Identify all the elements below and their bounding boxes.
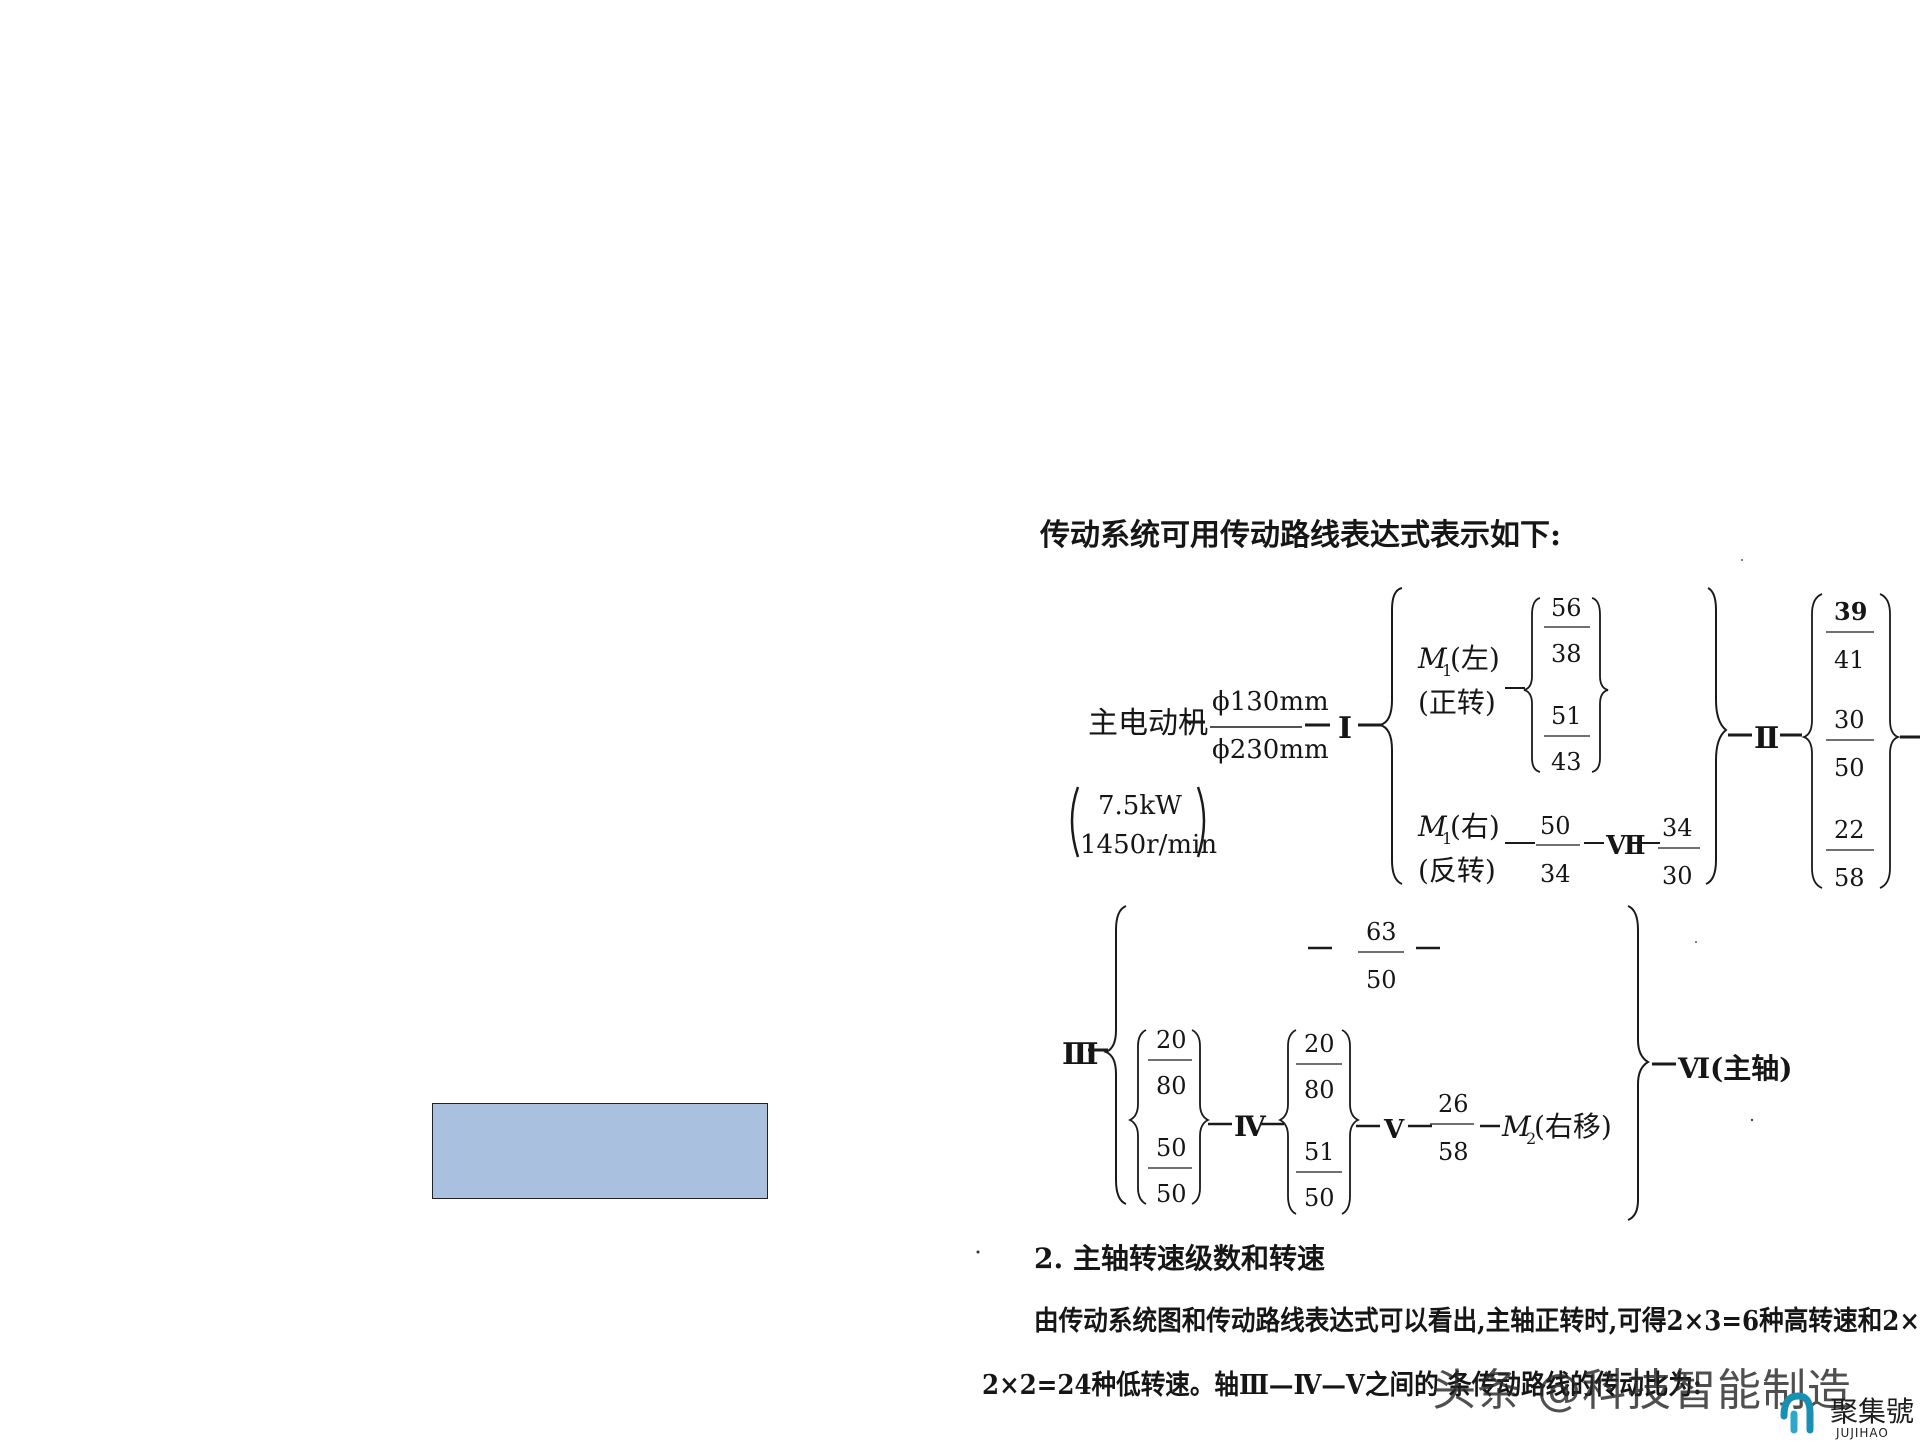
brace-left [1523, 597, 1541, 773]
motor-power: 7.5kW [1098, 791, 1182, 821]
clutch-forward-dir: (正转) [1418, 686, 1496, 719]
big-brace-right [1705, 587, 1728, 885]
logo-text-en: JUJIHAO [1836, 1426, 1889, 1440]
ratio-h1-num: 63 [1366, 918, 1397, 946]
ratio-r2-den: 30 [1662, 862, 1693, 890]
ratio-g2-den: 50 [1834, 754, 1865, 782]
scan-speck [1741, 559, 1743, 561]
ratio-a2-den: 50 [1156, 1180, 1187, 1208]
ratio-b1-num: 20 [1304, 1030, 1335, 1058]
big-brace-right [1627, 905, 1650, 1221]
scan-speck [1695, 941, 1697, 943]
ratio-r1-num: 50 [1540, 812, 1571, 840]
pulley-bottom: ϕ230mm [1212, 735, 1329, 765]
ratio-r2-num: 34 [1662, 814, 1693, 842]
watermark-text: 头条 @科技智能制造 [1432, 1365, 1852, 1416]
pulley-top: ϕ130mm [1212, 687, 1329, 717]
paragraph-line-2: 2×2=24种低转速。轴Ⅲ—Ⅳ—Ⅴ之间的 条传动路线的传动比为: [982, 1369, 1702, 1401]
logo-icon [1780, 1392, 1814, 1434]
big-brace-left [1103, 905, 1127, 1205]
brace-right [1879, 593, 1901, 889]
clutch-reverse-side: (右) [1450, 810, 1500, 843]
paren-left [1070, 786, 1080, 858]
brace-right [1591, 597, 1609, 773]
spindle-label: (主轴) [1710, 1052, 1793, 1085]
brace-left [1127, 1029, 1147, 1205]
motor-speed: 1450r/min [1080, 830, 1217, 860]
big-brace-left [1379, 587, 1403, 885]
clutch-reverse-dir: (反转) [1418, 854, 1496, 887]
clutch-forward-m: M [1417, 642, 1448, 675]
ratio-c1-num: 26 [1438, 1090, 1469, 1118]
clutch-m2-sub: 2 [1526, 1129, 1536, 1148]
clutch-forward-side: (左) [1450, 642, 1500, 675]
shaft-label-ii: Ⅱ [1754, 721, 1779, 756]
ratio-h1-den: 50 [1366, 966, 1397, 994]
ratio-g3-den: 58 [1834, 864, 1865, 892]
ratio-f2-den: 43 [1551, 748, 1582, 776]
ratio-b2-den: 50 [1304, 1184, 1335, 1212]
brace-right [1191, 1029, 1211, 1205]
paren-right [1196, 786, 1206, 858]
clutch-reverse-m: M [1417, 810, 1448, 843]
shaft-label-vii: Ⅶ [1605, 831, 1646, 861]
scan-speck [976, 1250, 980, 1254]
clutch-reverse-sub: 1 [1442, 829, 1452, 848]
paragraph-line-1: 由传动系统图和传动路线表达式可以看出,主轴正转时,可得2×3=6种高转速和2× [1034, 1305, 1920, 1337]
clutch-forward-sub: 1 [1442, 661, 1452, 680]
ratio-f1-num: 56 [1551, 594, 1582, 622]
ratio-g1-den: 41 [1834, 646, 1865, 674]
ratio-g2-num: 30 [1834, 706, 1865, 734]
shaft-label-iii: Ⅲ [1062, 1037, 1099, 1072]
ratio-g3-num: 22 [1834, 816, 1865, 844]
ratio-g1-num: 39 [1834, 597, 1867, 626]
ratio-b1-den: 80 [1304, 1076, 1335, 1104]
ratio-b2-num: 51 [1304, 1138, 1335, 1166]
brand-logo [1774, 1386, 1920, 1440]
ratio-c1-den: 58 [1438, 1138, 1469, 1166]
clutch-m2-text: (右移) [1534, 1110, 1612, 1143]
logo-text-cn: 聚集號 [1830, 1395, 1915, 1428]
brace-left [1801, 593, 1823, 889]
ratio-f1-den: 38 [1551, 640, 1582, 668]
scan-speck [1758, 1068, 1762, 1072]
brace-left [1277, 1029, 1297, 1215]
ratio-a2-num: 50 [1156, 1134, 1187, 1162]
ratio-a1-num: 20 [1156, 1026, 1187, 1054]
brace-right [1341, 1029, 1361, 1215]
blue-rectangle [432, 1103, 768, 1199]
section-title: 2. 主轴转速级数和转速 [1034, 1242, 1325, 1275]
scan-speck [1750, 1118, 1754, 1122]
ratio-f2-num: 51 [1551, 702, 1582, 730]
shaft-label-i: Ⅰ [1338, 711, 1352, 746]
clutch-m2-m: M [1501, 1110, 1532, 1143]
ratio-r1-den: 34 [1540, 860, 1571, 888]
shaft-label-v: Ⅴ [1383, 1115, 1405, 1145]
heading-text: 传动系统可用传动路线表达式表示如下: [1039, 518, 1561, 553]
shaft-label-iv: Ⅳ [1234, 1110, 1267, 1143]
shaft-label-vi: Ⅵ [1677, 1052, 1710, 1085]
ratio-a1-den: 80 [1156, 1072, 1187, 1100]
